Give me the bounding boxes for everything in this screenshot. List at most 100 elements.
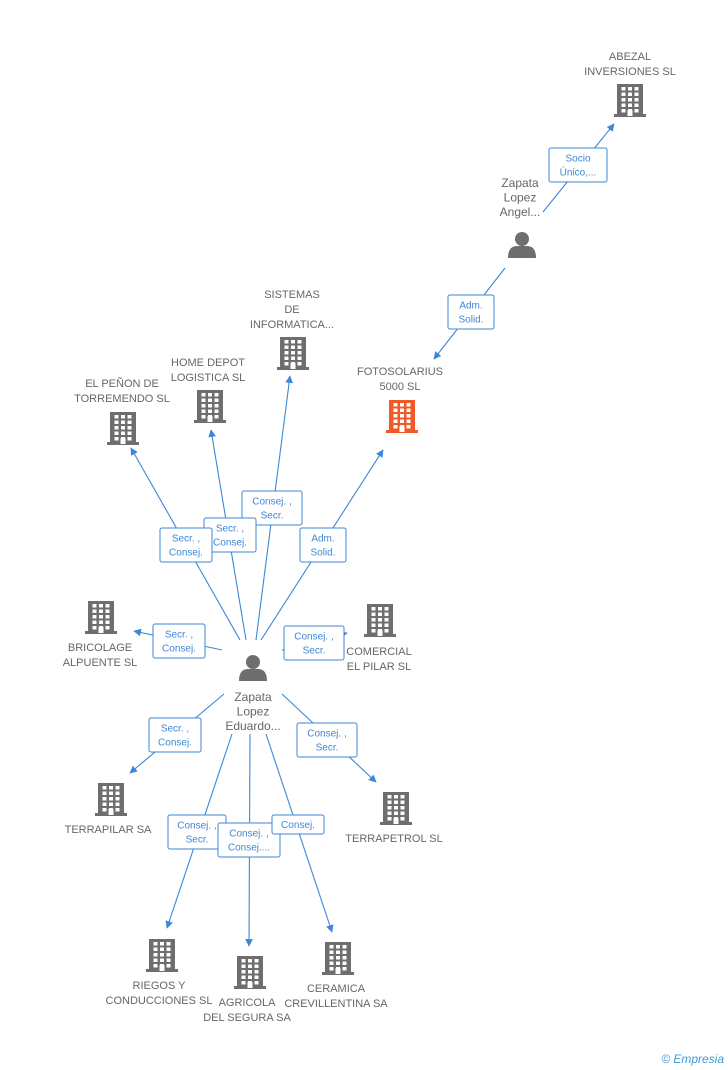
edge-label-text: Consej. , bbox=[307, 729, 346, 740]
node-label: AGRICOLA bbox=[219, 997, 277, 1009]
person-icon bbox=[508, 232, 536, 258]
edge-label-eduardo-agricola[interactable]: Consej. , Consej.... bbox=[217, 822, 281, 858]
edge-label-box bbox=[271, 814, 325, 835]
edge-label-text: Consej. bbox=[213, 538, 247, 549]
node-label: ABEZAL bbox=[609, 51, 651, 63]
edge-label-box bbox=[152, 623, 206, 659]
edge-label-text: Consej. bbox=[281, 820, 315, 831]
node-angel[interactable]: ZapataLopezAngel... bbox=[500, 176, 541, 258]
building-icon bbox=[386, 400, 418, 433]
edge-label-text: Socio bbox=[565, 154, 590, 165]
edge-label-eduardo-fotosolarius[interactable]: Adm.Solid. bbox=[299, 527, 347, 563]
edge-label-box bbox=[548, 147, 608, 183]
building-icon bbox=[107, 412, 139, 445]
brand-name: Empresia bbox=[673, 1052, 724, 1066]
node-terrapetrol[interactable]: TERRAPETROL SL bbox=[345, 792, 443, 845]
node-label: EL PEÑON DE bbox=[85, 377, 159, 390]
node-label: CERAMICA bbox=[307, 983, 366, 995]
node-label: DEL SEGURA SA bbox=[203, 1012, 291, 1024]
edge-label-angel-fotosolarius[interactable]: Adm.Solid. bbox=[447, 294, 495, 330]
edge-label-text: Consej. bbox=[158, 738, 192, 749]
edge-label-text: Consej. , bbox=[229, 829, 268, 840]
edge-label-text: Secr. bbox=[261, 511, 284, 522]
edge-label-text: Secr. bbox=[303, 646, 326, 657]
edge-label-text: Consej. , bbox=[252, 497, 291, 508]
edge-label-box bbox=[159, 527, 213, 563]
edge-label-text: Secr. , bbox=[165, 630, 193, 641]
edge-label-text: Único,... bbox=[560, 166, 597, 179]
edge-label-text: Consej.... bbox=[228, 843, 270, 854]
node-bricolage[interactable]: BRICOLAGE ALPUENTE SL bbox=[63, 601, 138, 669]
edge-label-text: Consej. , bbox=[177, 821, 216, 832]
node-ceramica[interactable]: CERAMICA CREVILLENTINA SA bbox=[284, 942, 388, 1010]
node-label: TORREMENDO SL bbox=[74, 393, 170, 405]
node-comercial[interactable]: COMERCIAL EL PILAR SL bbox=[346, 604, 412, 673]
brand-logo: ©Empresia bbox=[661, 1052, 724, 1066]
edge-label-text: Consej. bbox=[169, 548, 203, 559]
node-label: COMERCIAL bbox=[346, 646, 411, 658]
building-icon bbox=[194, 390, 226, 423]
node-label: DE bbox=[284, 304, 299, 316]
node-label: Lopez bbox=[237, 705, 270, 719]
edge-label-angel-abezal[interactable]: SocioÚnico,... bbox=[548, 147, 608, 183]
edge-label-eduardo-terrapilar[interactable]: Secr. ,Consej. bbox=[148, 717, 202, 753]
node-label: Lopez bbox=[504, 191, 537, 205]
node-label: EL PILAR SL bbox=[347, 661, 411, 673]
node-eduardo[interactable]: ZapataLopezEduardo... bbox=[225, 655, 281, 733]
node-terrapilar[interactable]: TERRAPILAR SA bbox=[65, 783, 152, 836]
edge-label-box bbox=[217, 822, 281, 858]
edge-label-text: Solid. bbox=[458, 315, 483, 326]
edge-label-eduardo-riegos[interactable]: Consej. ,Secr. bbox=[167, 814, 227, 850]
node-label: SISTEMAS bbox=[264, 289, 320, 301]
node-penon[interactable]: EL PEÑON DE TORREMENDO SL bbox=[74, 377, 170, 445]
node-label: Eduardo... bbox=[225, 719, 280, 733]
edge-label-eduardo-terrapetrol[interactable]: Consej. ,Secr. bbox=[296, 722, 358, 758]
node-label: LOGISTICA SL bbox=[171, 372, 246, 384]
node-label: RIEGOS Y bbox=[133, 980, 187, 992]
person-icon bbox=[239, 655, 267, 681]
node-label: Angel... bbox=[500, 205, 541, 219]
building-icon bbox=[234, 956, 266, 989]
node-label: TERRAPILAR SA bbox=[65, 824, 152, 836]
edge-label-text: Consej. , bbox=[294, 632, 333, 643]
building-icon bbox=[614, 84, 646, 117]
node-riegos[interactable]: RIEGOS Y CONDUCCIONES SL bbox=[106, 939, 213, 1007]
node-sistemas[interactable]: SISTEMAS DE INFORMATICA... bbox=[250, 289, 334, 370]
edge-label-eduardo-comercial[interactable]: Consej. , Secr. bbox=[283, 625, 345, 661]
node-label: BRICOLAGE bbox=[68, 642, 132, 654]
building-icon bbox=[95, 783, 127, 816]
edge-label-box bbox=[447, 294, 495, 330]
edge-label-box bbox=[148, 717, 202, 753]
node-label: TERRAPETROL SL bbox=[345, 833, 442, 845]
building-icon bbox=[146, 939, 178, 972]
edge-label-box bbox=[296, 722, 358, 758]
edge-label-box bbox=[241, 490, 303, 526]
building-icon bbox=[380, 792, 412, 825]
edge-label-eduardo-penon[interactable]: Secr. ,Consej. bbox=[159, 527, 213, 563]
building-icon bbox=[364, 604, 396, 637]
edge-label-text: Consej. bbox=[162, 644, 196, 655]
node-label: 5000 SL bbox=[380, 381, 421, 393]
building-icon bbox=[85, 601, 117, 634]
node-label: CONDUCCIONES SL bbox=[106, 995, 213, 1007]
node-label: CREVILLENTINA SA bbox=[284, 998, 388, 1010]
edge-label-eduardo-ceramica[interactable]: Consej. bbox=[271, 814, 325, 835]
node-label: Zapata bbox=[234, 690, 272, 704]
node-label: ALPUENTE SL bbox=[63, 657, 138, 669]
node-homedepot[interactable]: HOME DEPOT LOGISTICA SL bbox=[171, 357, 246, 423]
node-label: HOME DEPOT bbox=[171, 357, 245, 369]
node-label: Zapata bbox=[501, 176, 539, 190]
node-label: INFORMATICA... bbox=[250, 319, 334, 331]
edge-label-box bbox=[283, 625, 345, 661]
edge-label-eduardo-bricolage[interactable]: Secr. , Consej. bbox=[152, 623, 206, 659]
edge-label-eduardo-homedepot[interactable]: Secr. ,Consej. bbox=[203, 517, 257, 553]
edge-label-text: Adm. bbox=[311, 534, 334, 545]
edge-label-box bbox=[299, 527, 347, 563]
node-agricola[interactable]: AGRICOLA DEL SEGURA SA bbox=[203, 956, 291, 1024]
edge-label-eduardo-sistemas[interactable]: Consej. , Secr. bbox=[241, 490, 303, 526]
building-icon bbox=[322, 942, 354, 975]
node-label: INVERSIONES SL bbox=[584, 66, 676, 78]
node-abezal[interactable]: ABEZAL INVERSIONES SL bbox=[584, 51, 676, 117]
